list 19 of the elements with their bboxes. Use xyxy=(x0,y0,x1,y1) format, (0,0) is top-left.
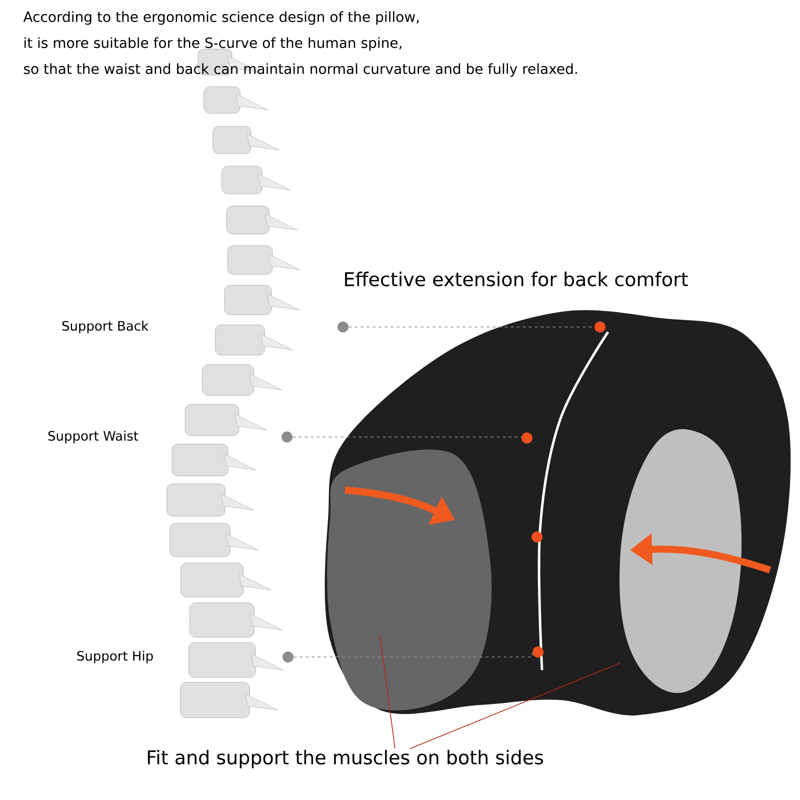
heading: Effective extension for back comfort xyxy=(345,272,688,286)
leader-line xyxy=(380,634,396,750)
marker-dot xyxy=(282,652,294,662)
intro-text: it is more suitable for the S-curve of the human spine, xyxy=(24,37,402,51)
support-label: Support Back xyxy=(62,320,149,334)
intro-text: so that the waist and back can maintain normal curvature and be fully relaxed. xyxy=(24,63,577,77)
marker-dot xyxy=(282,432,292,442)
leader-line xyxy=(293,652,533,658)
support-label: Support Waist xyxy=(48,430,138,444)
intro-text: According to the ergonomic science design of the pillow, xyxy=(23,11,419,25)
marker-dot xyxy=(522,432,532,444)
marker-dot xyxy=(338,322,348,332)
leader-line xyxy=(410,662,620,750)
marker-dot xyxy=(532,646,544,658)
marker-dot xyxy=(594,322,606,332)
support-label: Support Hip xyxy=(77,650,153,664)
leader-line xyxy=(292,436,522,438)
muscle-label: Fit and support the muscles on both sides xyxy=(148,750,544,768)
marker-dot xyxy=(532,532,542,542)
